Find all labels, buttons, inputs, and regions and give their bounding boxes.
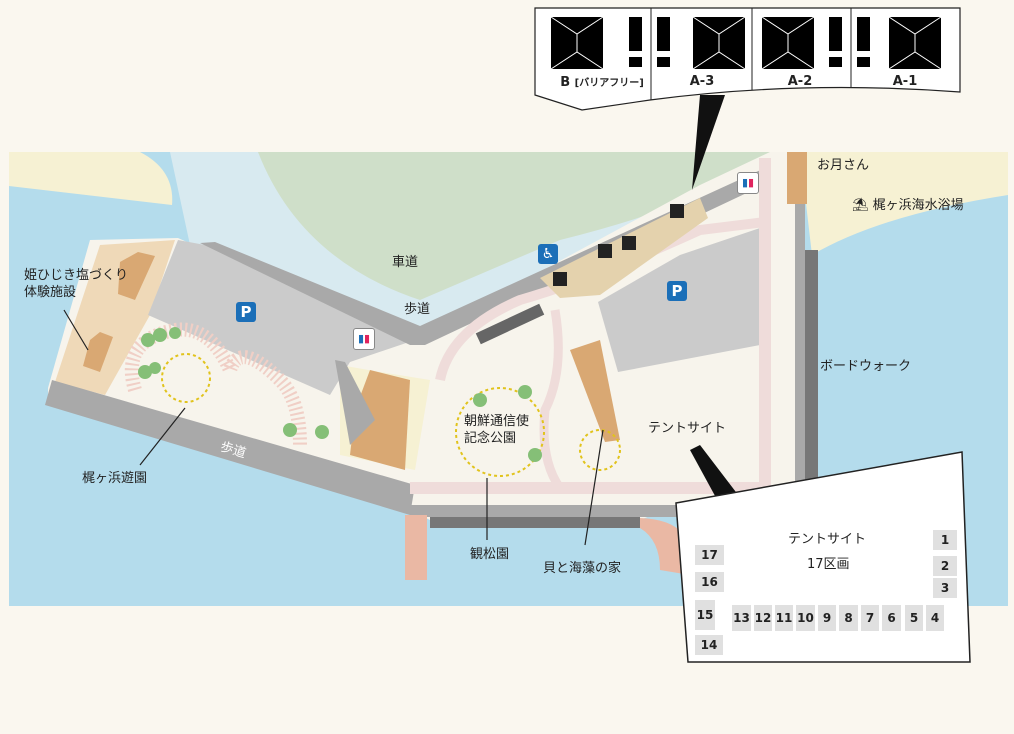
hall-ramp [335, 360, 375, 445]
tent-site-8[interactable]: 8 [839, 605, 858, 631]
tent-site-11[interactable]: 11 [775, 605, 793, 631]
label-boardwalk: ボードウォーク [820, 359, 912, 374]
tent-site-7[interactable]: 7 [861, 605, 879, 631]
label-kajigahama-park: 梶ヶ浜遊園 [82, 471, 148, 486]
restroom-icon: ▮▮ [353, 328, 375, 350]
label-beach: ⛱ 梶ヶ浜海水浴場 [852, 198, 964, 213]
pier [405, 515, 427, 580]
label-tent-site: テントサイト [648, 421, 727, 436]
himehijiki-building [118, 252, 155, 300]
label-sidewalk: 歩道 [404, 302, 431, 317]
tent-site-6[interactable]: 6 [882, 605, 901, 631]
tent-callout-subtitle: 17区画 [807, 557, 850, 572]
tent-site-2[interactable]: 2 [933, 556, 957, 576]
kaito-circle [579, 429, 621, 471]
tent-site-10[interactable]: 10 [796, 605, 815, 631]
label-car-road: 車道 [392, 255, 419, 270]
kaito-house-building [570, 340, 620, 442]
tent-site-15[interactable]: 15 [695, 600, 715, 630]
tent-site-3[interactable]: 3 [933, 578, 957, 598]
beach-sand-right [800, 152, 1008, 255]
label-kanshoen: 観松園 [470, 547, 510, 562]
label-chosen-park: 朝鮮通信使記念公園 [464, 414, 530, 446]
wheelchair-icon: ♿ [538, 244, 558, 264]
leader-lines [63, 309, 604, 546]
beach-umbrella-icon: ⛱ [852, 198, 869, 213]
parking-icon: P [667, 281, 687, 301]
stall-label-a2: A-2 [787, 74, 813, 89]
stall-label-a3: A-3 [689, 74, 715, 89]
pink-path [539, 309, 564, 491]
seawall [410, 505, 690, 517]
toilet-callout-pointer [692, 95, 725, 190]
label-himehijiki: 姫ひじき塩づくり体験施設 [24, 268, 129, 300]
boardwalk-edge [795, 200, 805, 485]
trees [138, 327, 542, 462]
tent-site-12[interactable]: 12 [754, 605, 772, 631]
shelter [475, 303, 545, 345]
label-otsukisan: お月さん [817, 158, 870, 173]
stall-label-a1: A-1 [892, 74, 918, 89]
green-area [258, 152, 770, 300]
parking-left [148, 240, 415, 395]
stall-label-b: B [バリアフリー] [560, 75, 644, 90]
himehijiki-area [55, 240, 175, 395]
tent-site-14[interactable]: 14 [695, 635, 723, 655]
tent-site-9[interactable]: 9 [818, 605, 836, 631]
label-kaito-house: 貝と海藻の家 [543, 561, 622, 576]
tent-site-5[interactable]: 5 [905, 605, 923, 631]
tent-callout-pointer [690, 445, 742, 505]
parking-icon: P [236, 302, 256, 322]
restroom-icon: ▮▮ [737, 172, 759, 194]
boardwalk [805, 250, 818, 480]
sidewalk-bottom [45, 380, 415, 515]
otsukisan-monument [787, 152, 807, 204]
tent-site-1[interactable]: 1 [933, 530, 957, 550]
beach-sand-left [9, 152, 173, 205]
hall-building [350, 370, 410, 470]
toilet-stall-icons [550, 16, 942, 70]
tent-site-17[interactable]: 17 [695, 545, 724, 565]
toilet-blocks [553, 204, 684, 286]
tent-callout-title: テントサイト [788, 532, 867, 547]
tent-site-13[interactable]: 13 [732, 605, 751, 631]
tent-site-4[interactable]: 4 [926, 605, 944, 631]
chosen-park-circle [455, 387, 545, 477]
tent-site-16[interactable]: 16 [695, 572, 724, 592]
road-edge [200, 168, 770, 345]
dock-hatch [430, 517, 640, 528]
kajigahama-circle [161, 353, 211, 403]
himehijiki-building [83, 332, 113, 372]
